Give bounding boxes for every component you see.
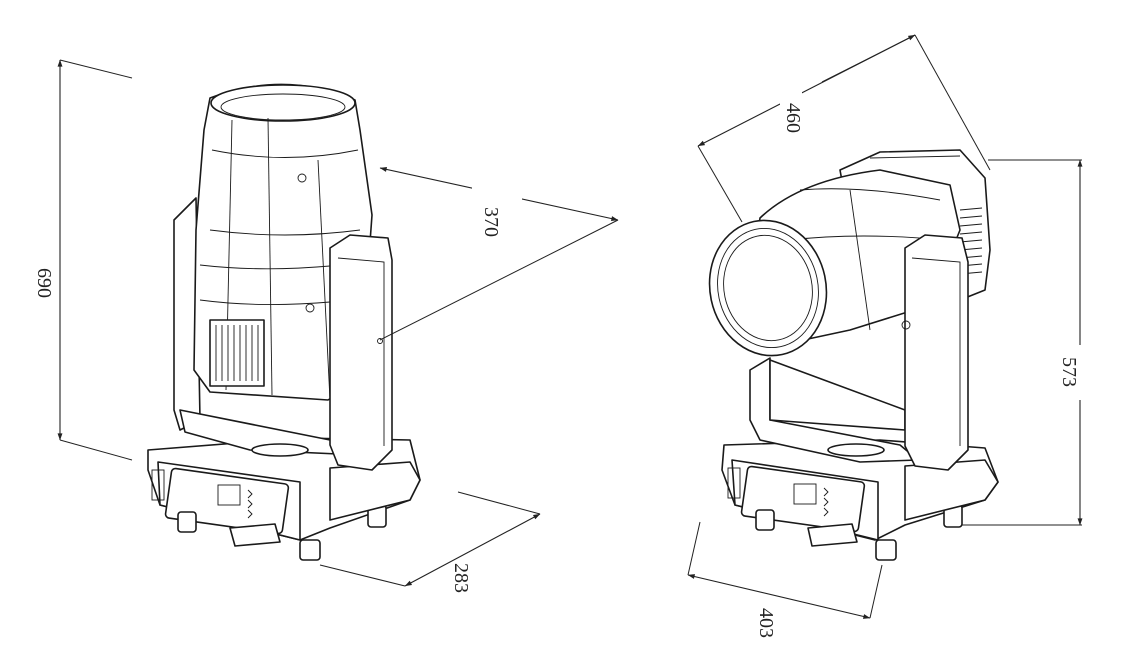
moving-head-front-view: [147, 83, 421, 561]
dimension-370: 370: [379, 167, 619, 341]
dimension-460: 460: [697, 34, 991, 223]
dimension-label-370: 370: [480, 207, 502, 237]
moving-head-angled-view: [708, 149, 999, 561]
dimension-label-460: 460: [782, 103, 804, 133]
dimension-690: 690: [33, 59, 133, 461]
dimension-label-573: 573: [1058, 357, 1080, 387]
dimension-label-403: 403: [755, 608, 777, 638]
dimension-283: 283: [319, 491, 541, 593]
dimension-label-690: 690: [33, 268, 55, 298]
dimension-label-283: 283: [450, 563, 472, 593]
dimension-403: 403: [687, 521, 883, 638]
dimension-573: 573: [962, 159, 1084, 526]
